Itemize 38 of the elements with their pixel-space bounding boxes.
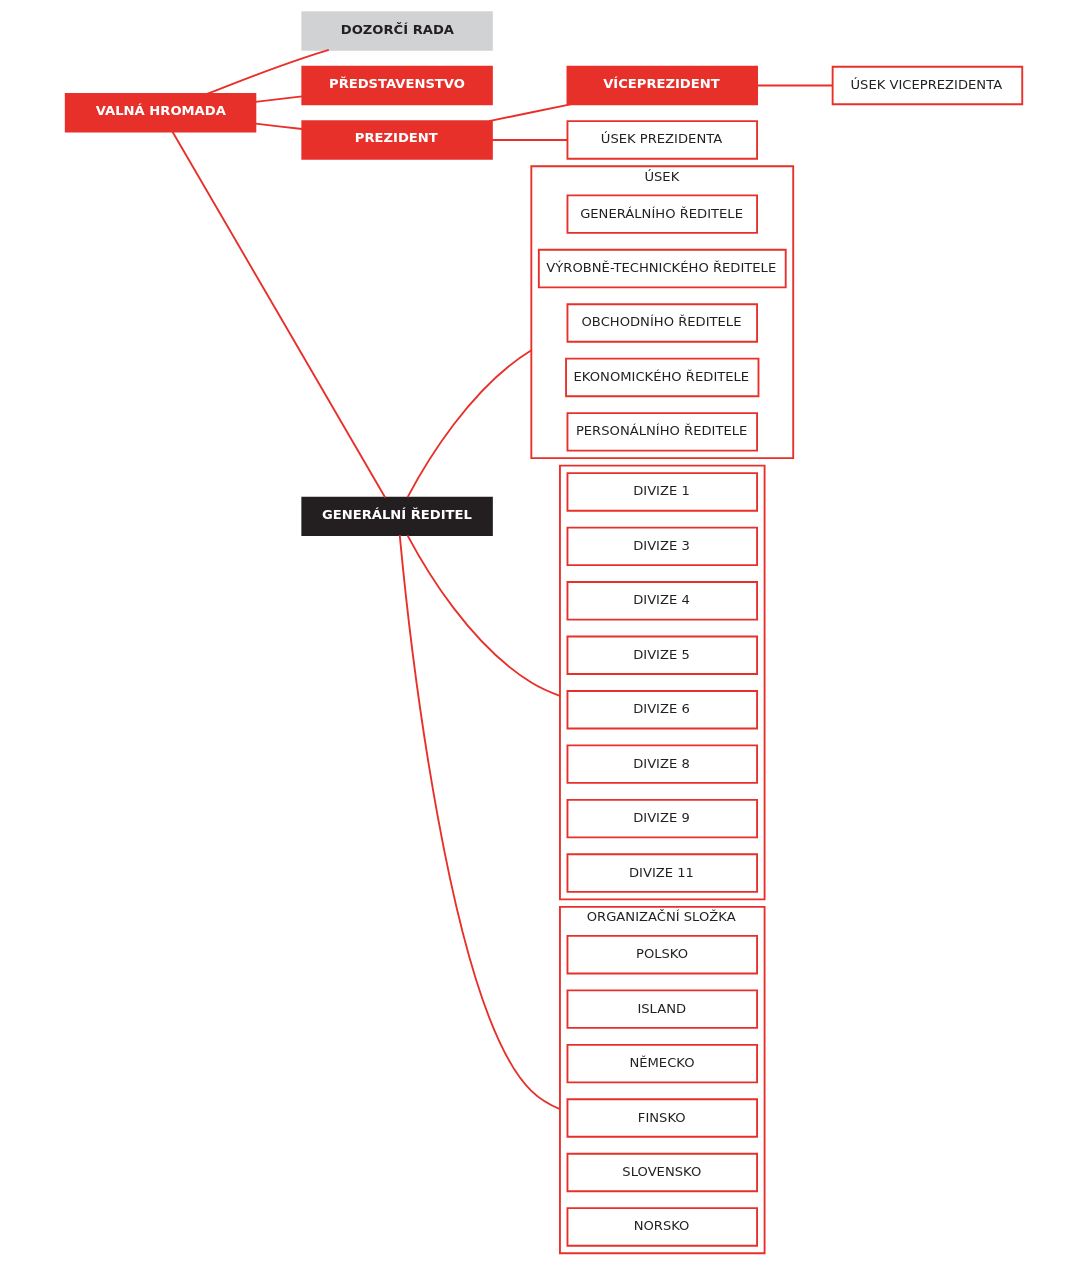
node-box: VALNÁ HROMADA: [64, 93, 256, 133]
node-box: ÚSEK PREZIDENTA: [566, 120, 758, 160]
node-box: DIVIZE 5: [566, 635, 758, 675]
node-box: DIVIZE 9: [566, 798, 758, 839]
node-box: VÝROBNĚ-TECHNICKÉHO ŘEDITELE: [537, 248, 787, 289]
node-box: NĚMECKO: [566, 1043, 758, 1084]
connector: [487, 103, 571, 123]
connector: [254, 122, 303, 130]
node-box: DIVIZE 8: [566, 744, 758, 784]
node-box: PŘEDSTAVENSTVO: [300, 65, 493, 106]
connector: [171, 130, 386, 499]
node-box: EKONOMICKÉHO ŘEDITELE: [564, 357, 759, 398]
cluster: [558, 464, 766, 901]
node-box: DOZORČÍ RADA: [300, 11, 493, 51]
node-box: PREZIDENT: [300, 120, 493, 160]
connector: [406, 534, 561, 697]
connector: [755, 84, 834, 87]
node-box: GENERÁLNÍ ŘEDITEL: [300, 496, 493, 537]
node-box: DIVIZE 1: [566, 472, 758, 512]
node-box: POLSKO: [566, 935, 758, 975]
node-box: DIVIZE 6: [566, 690, 758, 730]
node-box: GENERÁLNÍHO ŘEDITELE: [566, 194, 758, 234]
connector: [406, 349, 532, 499]
node-box: NORSKO: [566, 1207, 758, 1247]
connector: [254, 95, 303, 103]
node-box: DIVIZE 11: [566, 853, 758, 893]
node-box: ISLAND: [566, 989, 758, 1029]
node-box: VÍCEPREZIDENT: [566, 65, 758, 106]
node-box: OBCHODNÍHO ŘEDITELE: [566, 303, 758, 343]
node-box: DIVIZE 3: [566, 526, 758, 567]
node-box: FINSKO: [566, 1098, 758, 1138]
node-box: PERSONÁLNÍHO ŘEDITELE: [566, 412, 758, 452]
connector: [398, 534, 561, 1110]
node-box: ÚSEK VICEPREZIDENTA: [831, 65, 1023, 106]
connector: [205, 48, 330, 95]
node-box: SLOVENSKO: [566, 1152, 758, 1193]
connector: [490, 139, 568, 141]
node-box: DIVIZE 4: [566, 581, 758, 621]
